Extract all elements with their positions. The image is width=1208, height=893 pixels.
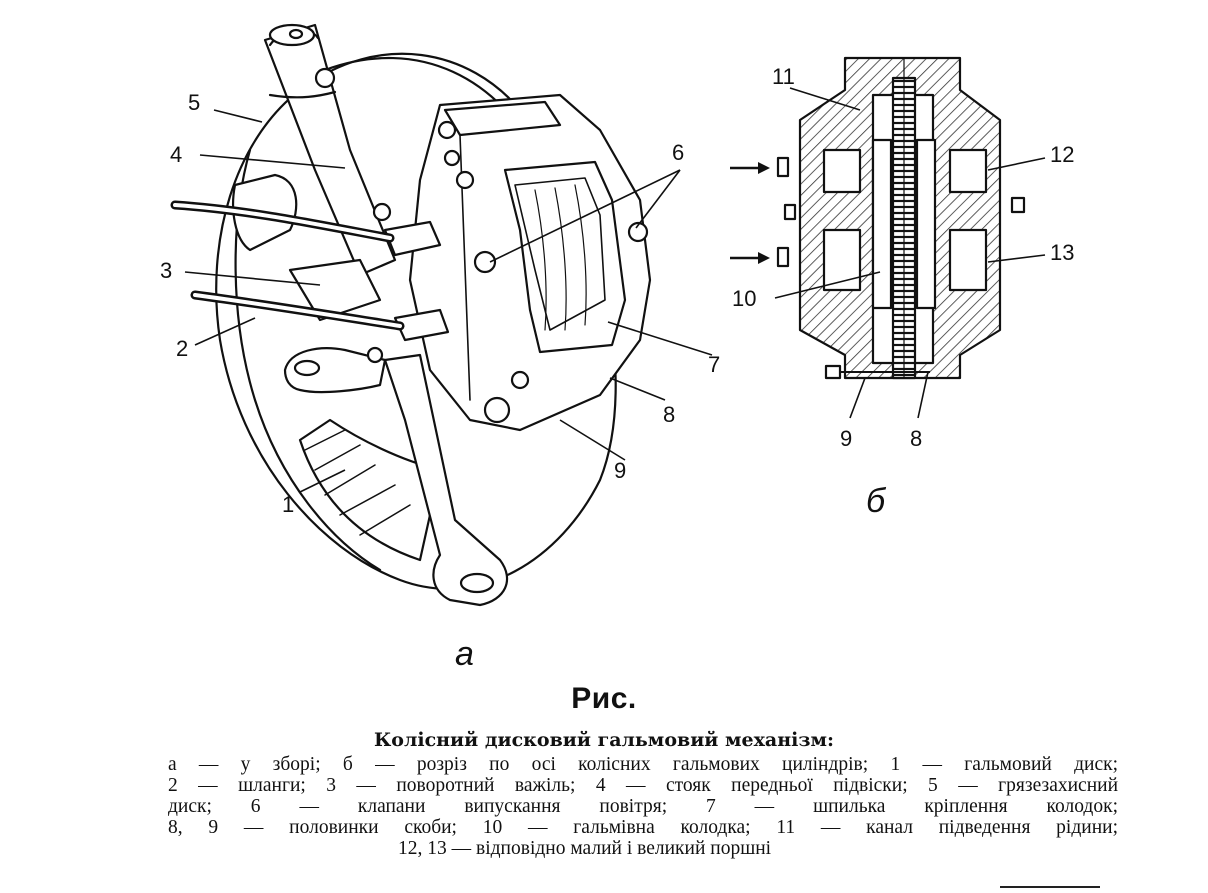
legend-line-5: 12, 13 — відповідно малий і великий порш…	[398, 838, 772, 859]
corner-rule	[1000, 886, 1100, 888]
brake-pad-right	[915, 138, 937, 310]
callout-a-7: 7	[708, 352, 720, 377]
panel-a-drawing	[170, 23, 652, 607]
brake-pad-left	[871, 138, 893, 310]
legend-line-1: а — у зборі; б — розріз по осі колісних …	[168, 754, 1118, 775]
panel-a-leaders	[184, 109, 713, 493]
callout-a-6: 6	[672, 140, 684, 165]
callout-b-9: 9	[840, 426, 852, 451]
legend-line-2: 2 — шланги; 3 — поворотний важіль; 4 — с…	[168, 775, 1118, 796]
callout-b-13: 13	[1050, 240, 1074, 265]
steering-arm	[288, 258, 382, 322]
legend-line-4: 8, 9 — половинки скоби; 10 — гальмівна к…	[168, 817, 1118, 838]
callout-a-9: 9	[614, 458, 626, 483]
figure-subtitle: Колісний дисковий гальмовий механізм:	[374, 729, 834, 751]
callout-b-12: 12	[1050, 142, 1074, 167]
callout-a-1: 1	[282, 492, 294, 517]
callout-a-3: 3	[160, 258, 172, 283]
callout-a-4: 4	[170, 142, 182, 167]
callout-b-10: 10	[732, 286, 756, 311]
lower-arm	[383, 353, 509, 607]
legend-line-3: диск; 6 — клапани випускання повітря; 7 …	[168, 796, 1118, 817]
large-piston-left	[822, 228, 862, 292]
callout-b-11: 11	[772, 64, 795, 89]
panel-letter-a: а	[455, 635, 474, 673]
callout-a-8: 8	[663, 402, 675, 427]
panel-a-callouts: 5 4 3 2 1 6 7 8 9 а	[160, 90, 720, 673]
suspension-strut	[263, 23, 397, 277]
small-piston-left	[822, 148, 862, 194]
panel-b-drawing	[776, 56, 1026, 380]
figure-title: Рис.	[571, 682, 637, 715]
figure-legend: а — у зборі; б — розріз по осі колісних …	[168, 754, 1118, 859]
panel-letter-b: б	[866, 482, 887, 520]
callout-a-2: 2	[176, 336, 188, 361]
brake-disc	[298, 418, 442, 562]
panel-b-callouts: 11 12 13 10 9 8 б	[732, 64, 1074, 520]
callout-a-5: 5	[188, 90, 200, 115]
panel-b-leaders	[730, 87, 1046, 419]
small-piston-right	[948, 148, 988, 194]
callout-b-8: 8	[910, 426, 922, 451]
large-piston-right	[948, 228, 988, 292]
